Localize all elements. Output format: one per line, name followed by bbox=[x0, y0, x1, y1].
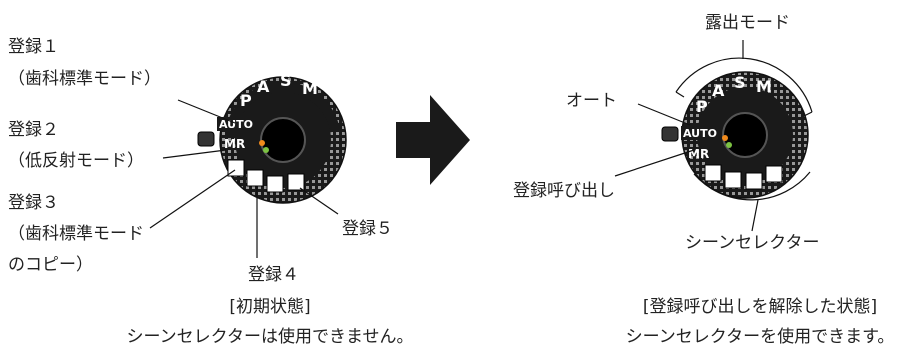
label-recall: 登録呼び出し bbox=[513, 181, 615, 201]
scene-icon-2 bbox=[246, 169, 264, 187]
label-scene-selector: シーンセレクター bbox=[685, 233, 819, 253]
led-orange-right bbox=[722, 135, 728, 141]
label-auto: オート bbox=[566, 91, 617, 111]
s-mark-right: S bbox=[734, 73, 746, 92]
label-reg3-title: 登録３ bbox=[8, 193, 59, 213]
auto-mark-right: AUTO bbox=[683, 127, 717, 140]
m-mark-right: M bbox=[756, 77, 772, 96]
right-caption-text: シーンセレクターを使用できます。 bbox=[626, 326, 895, 347]
label-reg1-desc: （歯科標準モード） bbox=[8, 69, 161, 89]
label-reg3-desc: （歯科標準モード bbox=[8, 224, 144, 244]
label-reg3-desc-cont: のコピー） bbox=[8, 255, 93, 275]
p-mark-right: P bbox=[696, 97, 708, 116]
scene-icon-4 bbox=[287, 173, 305, 191]
scene-icon-right-3 bbox=[745, 172, 763, 190]
right-caption-title: [登録呼び出しを解除した状態] bbox=[643, 297, 877, 317]
a-mark-right: A bbox=[712, 81, 725, 100]
led-orange bbox=[259, 140, 265, 146]
left-dial: AUTO MR P A S M bbox=[197, 71, 347, 204]
scene-icon-3 bbox=[266, 175, 284, 193]
a-mark: A bbox=[257, 77, 270, 96]
left-caption-title: [初期状態] bbox=[229, 297, 310, 317]
right-leader-lines bbox=[614, 40, 813, 232]
arrow-right-icon bbox=[396, 95, 470, 185]
led-green-right bbox=[726, 142, 732, 148]
mr-mark-right: MR bbox=[688, 147, 709, 161]
auto-mark: AUTO bbox=[219, 118, 253, 131]
scene-icon-right-1 bbox=[704, 164, 722, 182]
led-green bbox=[263, 147, 269, 153]
scene-icon-right-4 bbox=[765, 165, 783, 183]
left-caption-text: シーンセレクターは使用できません。 bbox=[127, 326, 414, 347]
scene-icon-right-2 bbox=[724, 171, 742, 189]
label-reg4: 登録４ bbox=[248, 265, 299, 285]
m-mark: M bbox=[302, 79, 318, 98]
left-leader-lines bbox=[149, 99, 339, 258]
label-reg2-title: 登録２ bbox=[8, 120, 59, 140]
right-dial: AUTO MR P A S M bbox=[661, 71, 809, 199]
label-reg1-title: 登録１ bbox=[8, 37, 59, 57]
label-reg5: 登録５ bbox=[342, 219, 393, 239]
mr-mark: MR bbox=[224, 137, 245, 151]
label-exposure-mode: 露出モード bbox=[705, 13, 790, 33]
s-mark: S bbox=[280, 71, 292, 90]
label-reg2-desc: （低反射モード） bbox=[8, 151, 144, 171]
p-mark: P bbox=[240, 91, 252, 110]
